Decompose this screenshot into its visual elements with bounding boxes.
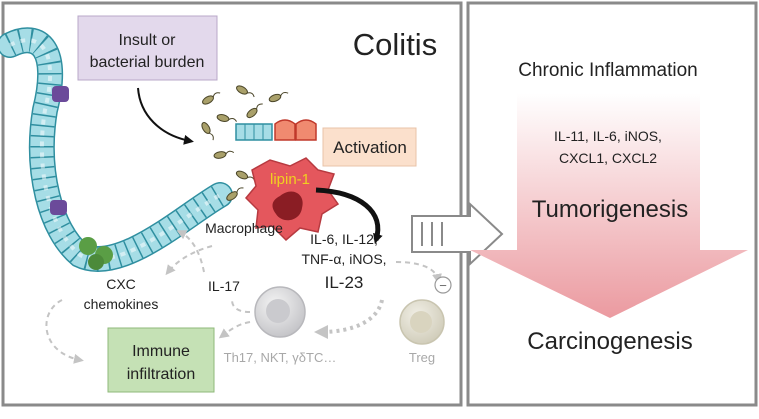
cytokine-release-arrow — [315, 187, 383, 244]
goblet-cell-icon — [52, 86, 69, 102]
lipin-label: lipin-1 — [270, 171, 310, 188]
macrophage-to-cxc-arrow — [165, 245, 213, 276]
activation-label: Activation — [333, 138, 407, 157]
epithelium — [0, 27, 233, 272]
cxc-line-2: chemokines — [84, 296, 159, 312]
immune-infiltration-box — [107, 327, 215, 393]
colitis-title: Colitis — [353, 27, 437, 62]
cxc-to-immune-arrow — [45, 299, 84, 364]
th17-to-immune-arrow — [218, 321, 251, 339]
tumorigenesis-label: Tumorigenesis — [532, 196, 689, 223]
panel-connector-arrow — [411, 201, 504, 267]
il17-label: IL-17 — [208, 278, 240, 294]
stem-cell-icon — [88, 254, 104, 270]
left-panel-border — [1, 1, 463, 407]
treg-inhibit-arrow — [395, 261, 442, 284]
minus-symbol: − — [439, 278, 447, 293]
activation-box — [322, 127, 417, 167]
macrophage-nucleus — [272, 191, 303, 221]
epithelium-fragment — [235, 123, 273, 141]
insult-line-2: bacterial burden — [90, 54, 205, 71]
treg-label: Treg — [409, 350, 435, 365]
right-panel-border — [466, 1, 758, 407]
cxc-line-1: CXC — [106, 276, 136, 292]
cytokine-line-2: TNF-α, iNOS, — [301, 251, 386, 267]
immune-line-2: infiltration — [127, 366, 195, 383]
insult-arrow — [137, 87, 194, 145]
treg-nucleus — [410, 311, 432, 333]
right-cytokine-line-1: IL-11, IL-6, iNOS, — [554, 128, 662, 144]
right-cytokine-line-2: CXCL1, CXCL2 — [559, 150, 657, 166]
th17-nucleus — [266, 299, 290, 323]
stem-cell-icon — [79, 237, 97, 255]
carcinogenesis-label: Carcinogenesis — [527, 328, 692, 355]
macrophage-label: Macrophage — [205, 220, 283, 236]
th17-label: Th17, NKT, γδTC… — [224, 350, 337, 365]
chronic-inflammation-title: Chronic Inflammation — [518, 60, 698, 81]
insult-box — [77, 15, 218, 81]
cytokine-line-3: IL-23 — [325, 273, 364, 292]
minus-icon — [434, 276, 452, 294]
progression-arrow — [470, 93, 748, 318]
inflamed-tissue-icon — [274, 119, 317, 141]
il17-arrow — [231, 299, 251, 313]
insult-line-1: Insult or — [119, 32, 177, 49]
bacteria-icon — [201, 85, 289, 201]
immune-line-1: Immune — [132, 343, 190, 360]
th17-activation-arrow — [314, 299, 384, 339]
cytokine-line-1: IL-6, IL-12, — [310, 231, 378, 247]
il17-to-epithelium-arrow — [176, 230, 205, 273]
goblet-cell-icon — [50, 200, 67, 215]
